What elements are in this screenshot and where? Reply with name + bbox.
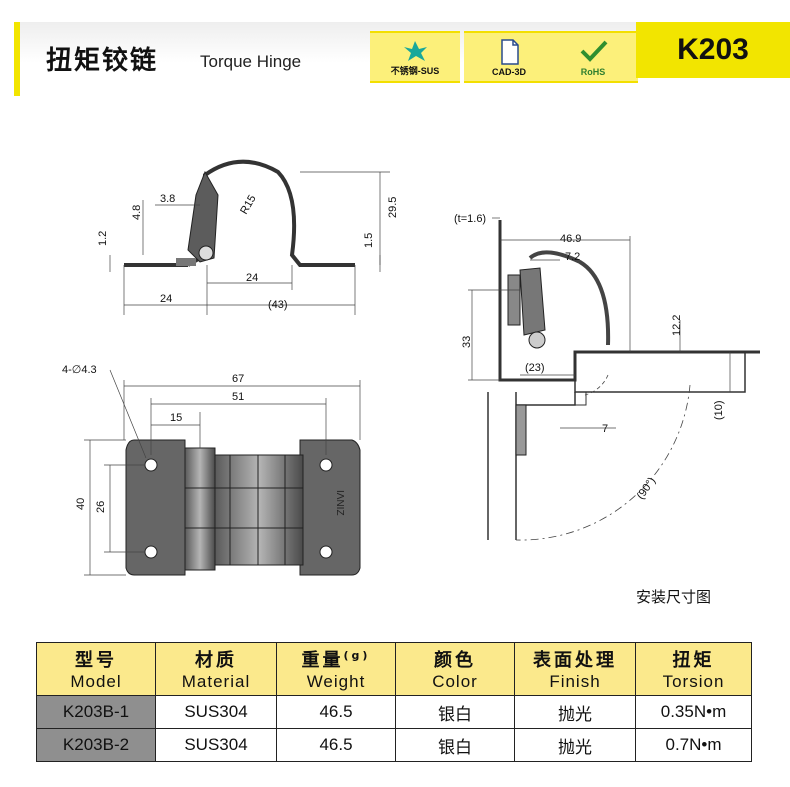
cell-color: 银白: [395, 728, 515, 762]
dim-40: 40: [75, 498, 87, 510]
dim-67: 67: [232, 373, 244, 385]
dim-7-2: 7.2: [565, 251, 580, 263]
dim-29-5: 29.5: [387, 197, 399, 218]
dim-1-5: 1.5: [363, 233, 375, 248]
dim-thickness: (t=1.6): [454, 213, 486, 225]
badge-stainless: 不锈钢-SUS: [370, 31, 460, 83]
cell-finish: 抛光: [514, 728, 636, 762]
dim-r15: R15: [238, 193, 258, 216]
title-chinese: 扭矩铰链: [46, 46, 159, 76]
dim-24-outer: 24: [160, 293, 172, 305]
table-row: K203B-1 SUS304 46.5 银白 抛光 0.35N•m: [36, 695, 752, 729]
table-row: K203B-2 SUS304 46.5 银白 抛光 0.7N•m: [36, 728, 752, 762]
cell-weight: 46.5: [276, 728, 396, 762]
cell-torsion: 0.35N•m: [635, 695, 752, 729]
cad-file-icon: [501, 39, 519, 65]
dim-3-8: 3.8: [160, 193, 175, 205]
plan-view: ΙΛΝΙΖ 4-∅4.3 67 51 15 40 26: [62, 364, 361, 576]
dim-15: 15: [170, 412, 182, 424]
title-english: Torque Hinge: [200, 52, 302, 71]
dim-26: 26: [95, 501, 107, 513]
badge-rohs: RoHS: [548, 31, 638, 83]
cell-finish: 抛光: [514, 695, 636, 729]
cell-model: K203B-1: [36, 695, 156, 729]
cell-color: 银白: [395, 695, 515, 729]
badge-label: 不锈钢-SUS: [390, 66, 440, 76]
dim-23: (23): [525, 362, 545, 374]
brand-engraving: ΙΛΝΙΖ: [334, 490, 345, 516]
header-bar: 扭矩铰链 Torque Hinge 不锈钢-SUS CAD-3D RoHS K2…: [0, 22, 790, 96]
cell-material: SUS304: [155, 728, 277, 762]
rohs-check-icon: [580, 40, 608, 62]
cell-weight: 46.5: [276, 695, 396, 729]
side-view: 3.8 4.8 R15 29.5 1.2 1.5 24 24 (43): [97, 159, 399, 315]
badge-label: CAD-3D: [491, 67, 526, 77]
product-code: K203: [636, 22, 790, 78]
dim-1-2: 1.2: [97, 231, 109, 246]
dim-7: 7: [602, 423, 608, 435]
header-weight: 重量(g)Weight: [276, 642, 396, 696]
dim-24-inner: 24: [246, 272, 258, 284]
cell-material: SUS304: [155, 695, 277, 729]
accent-stripe: [14, 22, 20, 96]
stainless-star-icon: [404, 41, 427, 61]
badge-cad: CAD-3D: [464, 31, 554, 83]
install-view: (t=1.6) 46.9 7.2 33 (23) 12.2 (10) 7 (90…: [454, 213, 760, 541]
dim-4-8: 4.8: [131, 205, 143, 220]
dim-90deg: (90°): [635, 475, 659, 502]
technical-drawing: 3.8 4.8 R15 29.5 1.2 1.5 24 24 (43) ΙΛΝΙ…: [62, 159, 760, 576]
badge-label: RoHS: [580, 67, 606, 77]
dim-holes: 4-∅4.3: [62, 364, 97, 376]
install-drawing-caption: 安装尺寸图: [636, 588, 712, 606]
cell-torsion: 0.7N•m: [635, 728, 752, 762]
dim-51: 51: [232, 391, 244, 403]
dim-46-9: 46.9: [560, 233, 581, 245]
dim-12-2: 12.2: [671, 315, 683, 336]
dim-10: (10): [713, 400, 725, 420]
dim-43: (43): [268, 299, 288, 311]
cell-model: K203B-2: [36, 728, 156, 762]
dim-33: 33: [461, 336, 473, 348]
